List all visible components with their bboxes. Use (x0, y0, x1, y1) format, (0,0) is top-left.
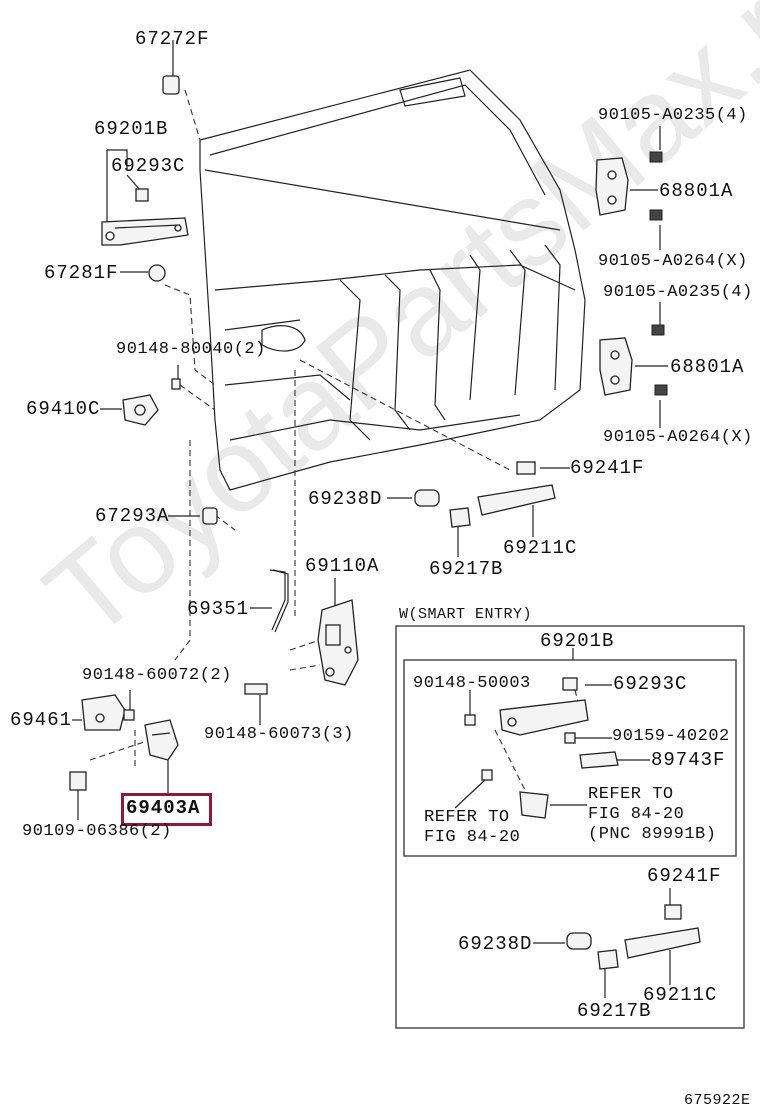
label-69241F[interactable]: 69241F (570, 457, 645, 479)
smart-entry-title: W(SMART ENTRY) (399, 606, 533, 623)
part-67281F (148, 264, 166, 282)
label-se-refer2-line1: REFER TO (588, 785, 674, 804)
label-69351[interactable]: 69351 (187, 598, 250, 620)
label-90109-06386[interactable]: 90109-06386(2) (22, 822, 172, 841)
label-67272F[interactable]: 67272F (135, 28, 210, 50)
label-68801A-upper[interactable]: 68801A (659, 180, 734, 202)
part-90148-60073-bolt (244, 683, 268, 695)
label-69293C[interactable]: 69293C (111, 155, 186, 177)
part-69403A-striker (144, 719, 179, 761)
label-68801A-lower[interactable]: 68801A (670, 356, 745, 378)
highlight-box (121, 793, 212, 826)
part-68801A-hinge-upper (595, 151, 663, 221)
part-69217B (449, 507, 471, 528)
se-handle-parts (464, 677, 701, 970)
label-67281F[interactable]: 67281F (44, 262, 119, 284)
label-90105-A0235-upper[interactable]: 90105-A0235(4) (598, 106, 748, 125)
label-69217B[interactable]: 69217B (429, 558, 504, 580)
label-69211C[interactable]: 69211C (503, 537, 578, 559)
label-90148-80040[interactable]: 90148-80040(2) (116, 340, 266, 359)
part-67293A (202, 507, 218, 525)
label-69410C[interactable]: 69410C (26, 398, 101, 420)
label-se-69211C[interactable]: 69211C (643, 984, 718, 1006)
leader-lines (89, 89, 581, 791)
part-69293C-clip (135, 188, 149, 202)
part-90109-06386-bolt (69, 771, 87, 791)
part-69410C (122, 378, 181, 426)
figure-id: 675922E (684, 1092, 751, 1109)
solid-leaders (72, 40, 671, 998)
label-67293A[interactable]: 67293A (95, 505, 170, 527)
label-se-69293C[interactable]: 69293C (613, 673, 688, 695)
label-90105-A0235-lower[interactable]: 90105-A0235(4) (603, 283, 753, 302)
label-se-69201B[interactable]: 69201B (540, 630, 615, 652)
label-se-69217B[interactable]: 69217B (577, 1000, 652, 1022)
label-se-refer1-line2: FIG 84-20 (424, 828, 521, 847)
part-69201B-handle (101, 217, 189, 246)
label-90148-60073[interactable]: 90148-60073(3) (204, 725, 354, 744)
label-se-refer2-line3: (PNC 89991B) (588, 825, 717, 844)
label-69110A[interactable]: 69110A (305, 555, 380, 577)
part-69110A-lock (317, 599, 359, 686)
label-69403A[interactable]: 69403A (126, 797, 201, 819)
label-se-69241F[interactable]: 69241F (647, 865, 722, 887)
label-se-90148-50003[interactable]: 90148-50003 (413, 674, 531, 693)
label-69238D[interactable]: 69238D (308, 488, 383, 510)
smart-entry-box (395, 625, 745, 1029)
part-68801A-hinge-lower (599, 324, 668, 396)
part-69241F (516, 461, 536, 475)
label-se-89743F[interactable]: 89743F (651, 749, 726, 771)
part-69461 (81, 694, 135, 731)
label-90105-A0264-upper[interactable]: 90105-A0264(X) (598, 252, 748, 271)
label-se-refer1-line1: REFER TO (424, 808, 510, 827)
part-69351-rod (269, 569, 289, 633)
part-67272F (162, 75, 180, 95)
part-69238D (414, 489, 440, 507)
label-90105-A0264-lower[interactable]: 90105-A0264(X) (603, 428, 753, 447)
label-se-refer2-line2: FIG 84-20 (588, 805, 685, 824)
label-90148-60072[interactable]: 90148-60072(2) (82, 666, 232, 685)
part-69211C (477, 484, 556, 516)
label-69201B[interactable]: 69201B (94, 118, 169, 140)
label-se-69238D[interactable]: 69238D (458, 933, 533, 955)
back-door-panel (199, 69, 586, 491)
label-se-90159-40202[interactable]: 90159-40202 (612, 727, 730, 746)
label-69461[interactable]: 69461 (10, 709, 73, 731)
